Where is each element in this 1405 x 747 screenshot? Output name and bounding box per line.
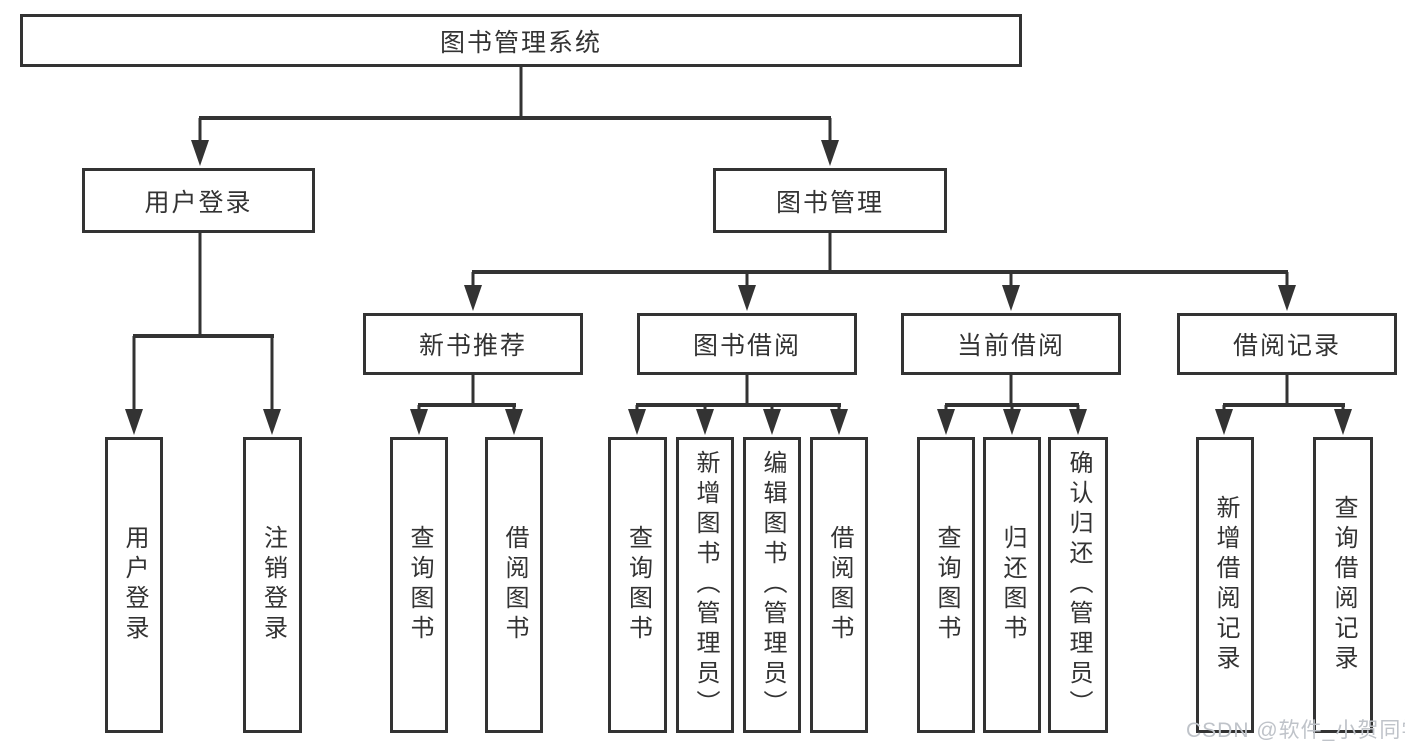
node-library-management-system: 图书管理系统 — [20, 14, 1022, 67]
node-user-login: 用户登录 — [82, 168, 315, 233]
node-leaf-borrow-book-2: 借阅图书 — [810, 437, 868, 733]
arrowhead-down-icon — [1002, 285, 1020, 311]
arrowhead-down-icon — [821, 140, 839, 166]
arrowhead-down-icon — [1215, 409, 1233, 435]
arrowhead-down-icon — [125, 409, 143, 435]
node-leaf-return-book: 归还图书 — [983, 437, 1041, 733]
node-leaf-add-borrow-record: 新增借阅记录 — [1196, 437, 1254, 733]
arrowhead-down-icon — [1278, 285, 1296, 311]
node-leaf-query-book-1: 查询图书 — [390, 437, 448, 733]
arrowhead-down-icon — [464, 285, 482, 311]
arrowhead-down-icon — [830, 409, 848, 435]
node-leaf-confirm-return-admin: 确认归还（管理员） — [1048, 437, 1108, 733]
node-borrow-record: 借阅记录 — [1177, 313, 1397, 375]
arrowhead-down-icon — [505, 409, 523, 435]
arrowhead-down-icon — [410, 409, 428, 435]
node-leaf-borrow-book-1: 借阅图书 — [485, 437, 543, 733]
node-leaf-query-borrow-record: 查询借阅记录 — [1313, 437, 1373, 733]
node-book-management: 图书管理 — [713, 168, 947, 233]
arrowhead-down-icon — [696, 409, 714, 435]
arrowhead-down-icon — [1334, 409, 1352, 435]
node-leaf-add-book-admin: 新增图书（管理员） — [676, 437, 734, 733]
arrowhead-down-icon — [937, 409, 955, 435]
node-leaf-edit-book-admin: 编辑图书（管理员） — [743, 437, 801, 733]
arrowhead-down-icon — [763, 409, 781, 435]
node-current-borrow: 当前借阅 — [901, 313, 1121, 375]
node-leaf-query-book-3: 查询图书 — [917, 437, 975, 733]
csdn-watermark: CSDN @软件_小贺同学 — [1186, 719, 1405, 742]
arrowhead-down-icon — [1069, 409, 1087, 435]
node-leaf-logout: 注销登录 — [243, 437, 302, 733]
arrowhead-down-icon — [191, 140, 209, 166]
arrowhead-down-icon — [1003, 409, 1021, 435]
node-book-borrow: 图书借阅 — [637, 313, 857, 375]
node-leaf-query-book-2: 查询图书 — [608, 437, 667, 733]
node-leaf-user-login: 用户登录 — [105, 437, 163, 733]
arrowhead-down-icon — [738, 285, 756, 311]
node-new-book-recommend: 新书推荐 — [363, 313, 583, 375]
arrowhead-down-icon — [628, 409, 646, 435]
arrowhead-down-icon — [263, 409, 281, 435]
